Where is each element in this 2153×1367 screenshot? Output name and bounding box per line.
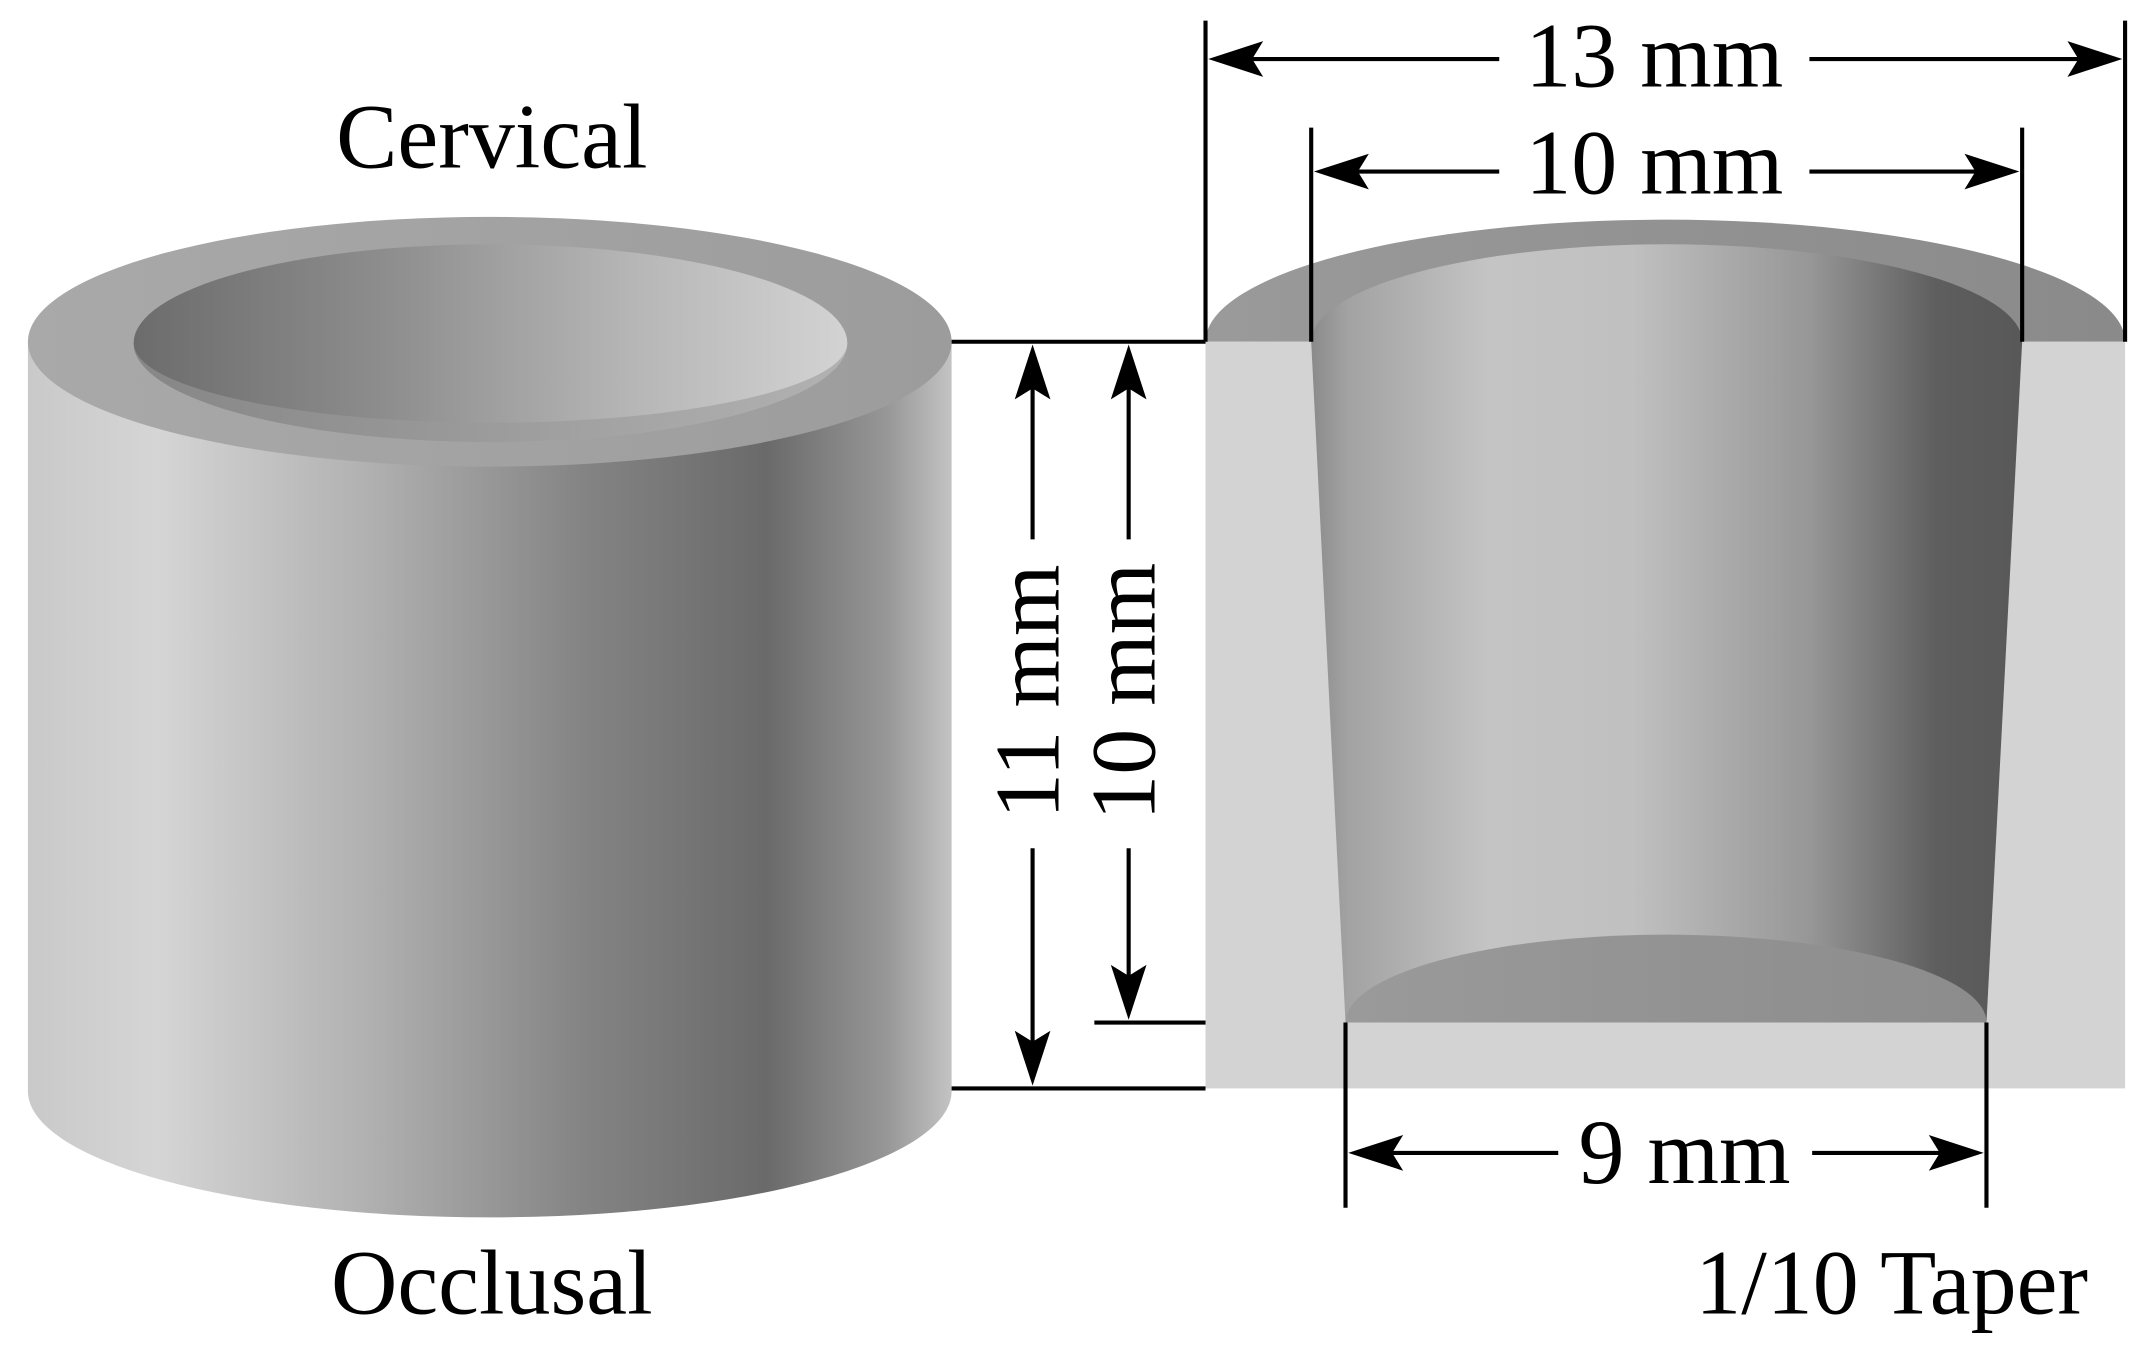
outer-width-dimension: 13 mm [1208, 4, 2123, 106]
bottom-opening-label: 9 mm [1579, 1101, 1791, 1203]
sectioned-specimen [1205, 219, 2126, 1089]
arrowhead-down-icon [1014, 1030, 1051, 1086]
extension-lines [951, 20, 2128, 1208]
arrowhead-left-icon [1208, 41, 1264, 77]
cylinder-specimen [27, 216, 952, 1218]
top-opening-label: 10 mm [1525, 112, 1783, 214]
arrowhead-left-icon [1348, 1135, 1404, 1171]
total-height-dimension: 11 mm [977, 344, 1079, 1086]
cervical-label: Cervical [336, 85, 647, 187]
arrowhead-down-icon [1110, 964, 1147, 1020]
cavity-depth-label: 10 mm [1073, 563, 1175, 821]
arrowhead-up-icon [1110, 344, 1147, 400]
cylinder-bore [133, 244, 848, 442]
occlusal-label: Occlusal [331, 1231, 653, 1333]
arrowhead-right-icon [1964, 153, 2020, 190]
cylinder-bore-lip [133, 343, 848, 442]
cavity-depth-dimension: 10 mm [1073, 344, 1175, 1020]
taper-label: 1/10 Taper [1695, 1231, 2088, 1333]
cavity-floor [1345, 934, 1987, 1023]
total-height-label: 11 mm [977, 564, 1079, 819]
arrowhead-up-icon [1014, 344, 1051, 400]
tapered-cavity [1311, 244, 2023, 1023]
arrowhead-right-icon [1928, 1135, 1984, 1171]
bottom-opening-dimension: 9 mm [1348, 1101, 1984, 1203]
cylinder-outer-wall [27, 341, 952, 1218]
outer-width-label: 13 mm [1525, 4, 1783, 106]
arrowhead-left-icon [1313, 153, 1369, 190]
arrowhead-right-icon [2067, 41, 2123, 77]
top-opening-dimension: 10 mm [1313, 112, 2020, 214]
